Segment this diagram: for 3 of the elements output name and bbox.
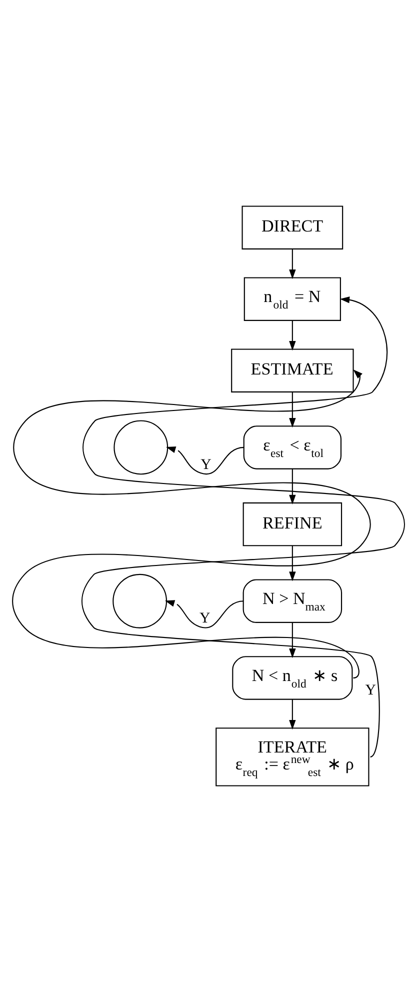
edge-label: Y [200, 610, 210, 627]
edge-label: Y [200, 457, 212, 473]
edge-label: Y [365, 682, 376, 698]
